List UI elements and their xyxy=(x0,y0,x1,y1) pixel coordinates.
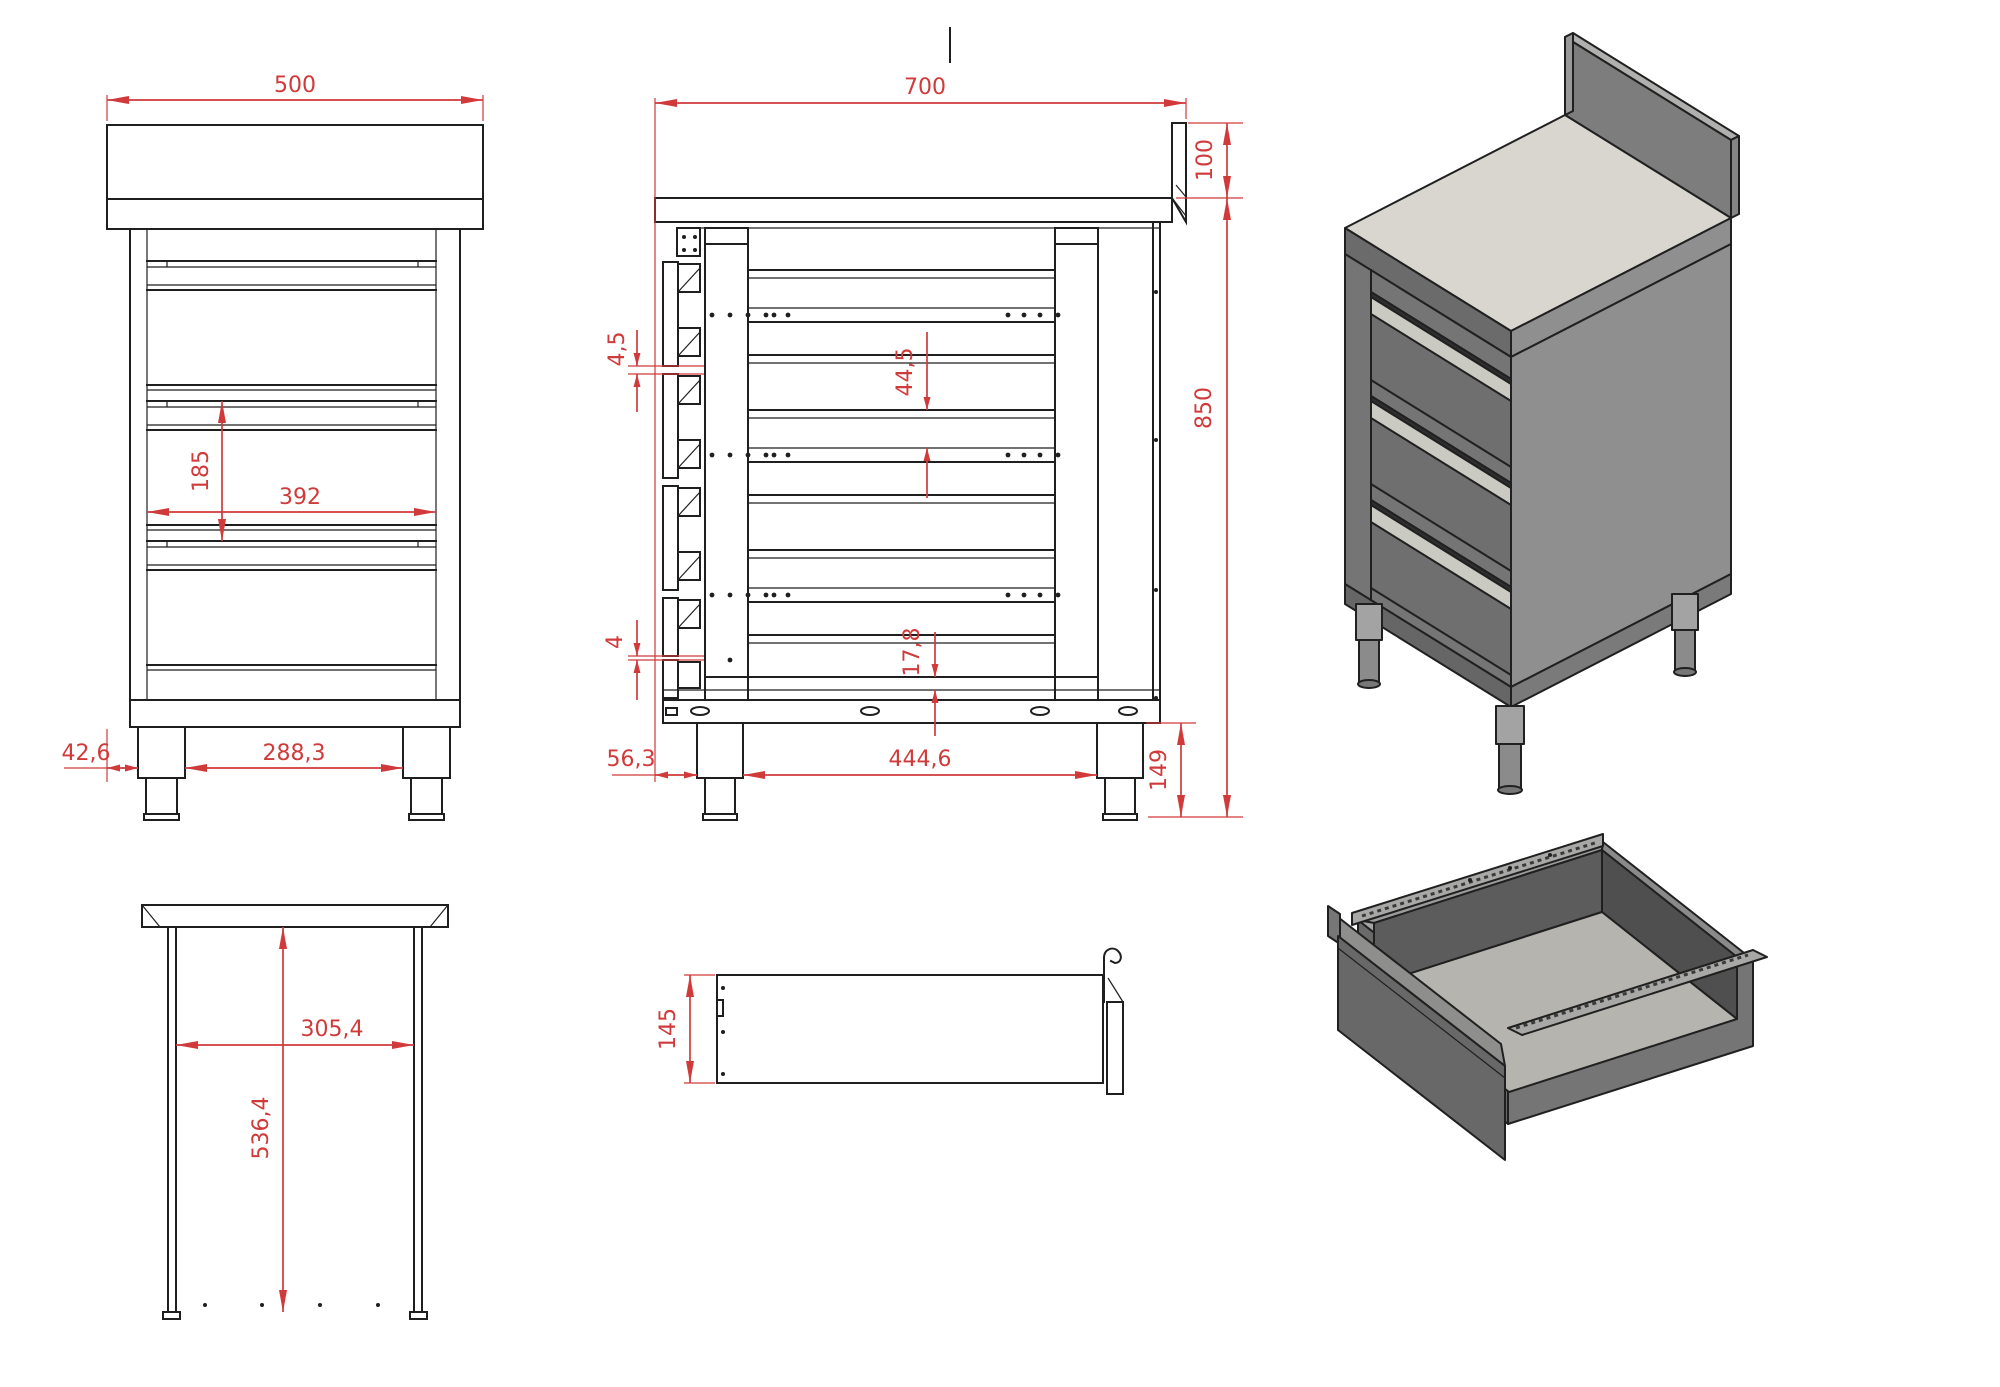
drawer-body xyxy=(716,974,1104,1084)
dim-side-foot-offset: 56,3 xyxy=(607,747,656,772)
drawer-3d-view xyxy=(1327,833,1768,1161)
side-worktop xyxy=(654,197,1173,223)
side-view: 700 100 850 149 4,5 44,5 4 xyxy=(603,27,1243,821)
dim-front-opening-width: 392 xyxy=(279,485,321,510)
dim-front-width: 500 xyxy=(274,73,316,98)
front-drawer-2 xyxy=(146,400,437,531)
front-drawer-1 xyxy=(146,260,437,391)
dim-side-bottom-rail-offset: 17,8 xyxy=(900,628,925,677)
front-drawer-3 xyxy=(146,540,437,671)
drawer-side-view: 145 xyxy=(656,947,1124,1095)
side-dimensions: 700 100 850 149 4,5 44,5 4 xyxy=(603,75,1243,818)
dim-side-bottom-gap: 4 xyxy=(603,635,628,649)
front-backsplash xyxy=(106,124,484,200)
front-body xyxy=(129,228,461,728)
dim-front-drawer-pitch: 185 xyxy=(189,450,214,492)
backsplash-end-cap xyxy=(1564,32,1574,116)
cabinet-3d-view xyxy=(1344,32,1740,795)
backsplash-right-tab xyxy=(1730,135,1740,219)
cabinet-3d-drawers xyxy=(1370,269,1512,676)
drawer-3d-front-panel xyxy=(1327,905,1506,1161)
side-posts xyxy=(704,221,1161,724)
dim-top-inner-width: 305,4 xyxy=(301,1017,364,1042)
drawer-dimensions: 145 xyxy=(656,974,715,1084)
dim-side-foot-height: 149 xyxy=(1147,749,1172,791)
front-dimensions: 500 392 185 42,6 288,3 xyxy=(62,73,484,782)
top-worktop-edge xyxy=(141,904,449,928)
dim-top-inner-depth: 536,4 xyxy=(249,1097,274,1160)
top-view: 305,4 536,4 xyxy=(141,904,449,1320)
dim-side-overall-height: 850 xyxy=(1192,387,1217,429)
dim-side-front-gap: 4,5 xyxy=(605,332,630,367)
front-view: 500 392 185 42,6 288,3 xyxy=(62,73,484,821)
top-dimensions: 305,4 536,4 xyxy=(176,927,414,1312)
dim-drawer-height: 145 xyxy=(656,1008,681,1050)
dim-front-foot-spacing: 288,3 xyxy=(263,741,326,766)
drawer-3d-rails xyxy=(1351,833,1768,1036)
drawer-front-profile xyxy=(1103,947,1124,1095)
cabinet-3d-feet xyxy=(1355,593,1699,795)
side-rails xyxy=(663,269,1160,691)
dim-side-depth: 700 xyxy=(904,75,946,100)
side-drawer-fronts xyxy=(662,227,701,699)
front-feet xyxy=(137,726,451,821)
dim-side-rail-spacing: 44,5 xyxy=(893,348,918,397)
front-worktop xyxy=(106,198,484,230)
dim-side-backsplash-height: 100 xyxy=(1193,139,1218,181)
side-bottom xyxy=(662,699,1161,821)
side-backsplash xyxy=(1171,122,1187,226)
dim-side-foot-spacing: 444,6 xyxy=(889,747,952,772)
dim-front-foot-offset: 42,6 xyxy=(62,741,111,766)
